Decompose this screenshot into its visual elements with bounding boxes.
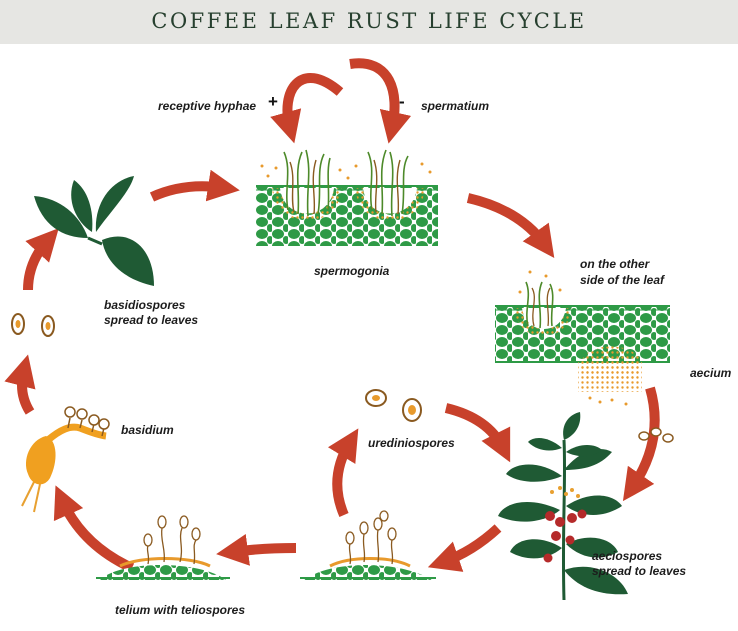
aecium-illustration <box>495 270 670 406</box>
urediniospore-icons <box>365 389 422 422</box>
arrow-basidium-to-basidiospores <box>4 354 36 415</box>
label-other-side-line1: on the other <box>580 257 650 271</box>
arrow-leaves-to-spermogonia <box>149 169 240 202</box>
cycle-arrows <box>4 58 660 573</box>
arrow-urediniospores-to-plant <box>444 403 511 463</box>
arrow-telium-to-basidium <box>53 485 135 573</box>
label-other-side-line2: side of the leaf <box>580 273 665 287</box>
label-spermatium: spermatium <box>421 99 490 113</box>
arrow-uredinium-to-telium <box>216 534 297 566</box>
aeciospore-icons <box>638 427 674 443</box>
arrow-mating-minus <box>349 58 412 144</box>
label-spermogonia: spermogonia <box>314 264 390 278</box>
spermogonia-illustration <box>256 149 438 246</box>
arrow-uredinium-to-urediniospores <box>328 428 359 517</box>
label-aecium: aecium <box>690 366 732 380</box>
label-plus-sign: + <box>268 92 278 111</box>
label-minus-sign: - <box>399 92 405 111</box>
label-basidium: basidium <box>121 423 174 437</box>
label-aeciospores-line1: aeciospores <box>592 549 663 563</box>
label-telium: telium with teliospores <box>115 603 246 617</box>
uredinium-illustration <box>300 510 436 580</box>
arrow-aecium-to-plant <box>622 386 660 502</box>
arrow-basidiospores-to-leaves <box>23 228 59 291</box>
label-urediniospores: urediniospores <box>368 436 455 450</box>
title-band: COFFEE LEAF RUST LIFE CYCLE <box>0 0 738 44</box>
label-receptive-hyphae: receptive hyphae <box>158 99 257 113</box>
basidiospore-icons <box>11 313 55 337</box>
label-basidiospores-line2: spread to leaves <box>104 313 199 327</box>
arrow-spermogonia-to-aecium <box>466 193 555 259</box>
coffee-plant-illustration <box>498 412 628 601</box>
label-aeciospores-line2: spread to leaves <box>592 564 687 578</box>
diagram-title: COFFEE LEAF RUST LIFE CYCLE <box>151 9 587 33</box>
arrow-plant-to-uredinium <box>427 524 502 572</box>
telium-illustration <box>96 515 230 580</box>
label-basidiospores-line1: basidiospores <box>104 298 186 312</box>
coffee-leaves-illustration <box>34 176 154 286</box>
arrow-mating-plus <box>270 73 344 144</box>
basidium-illustration <box>21 406 110 513</box>
